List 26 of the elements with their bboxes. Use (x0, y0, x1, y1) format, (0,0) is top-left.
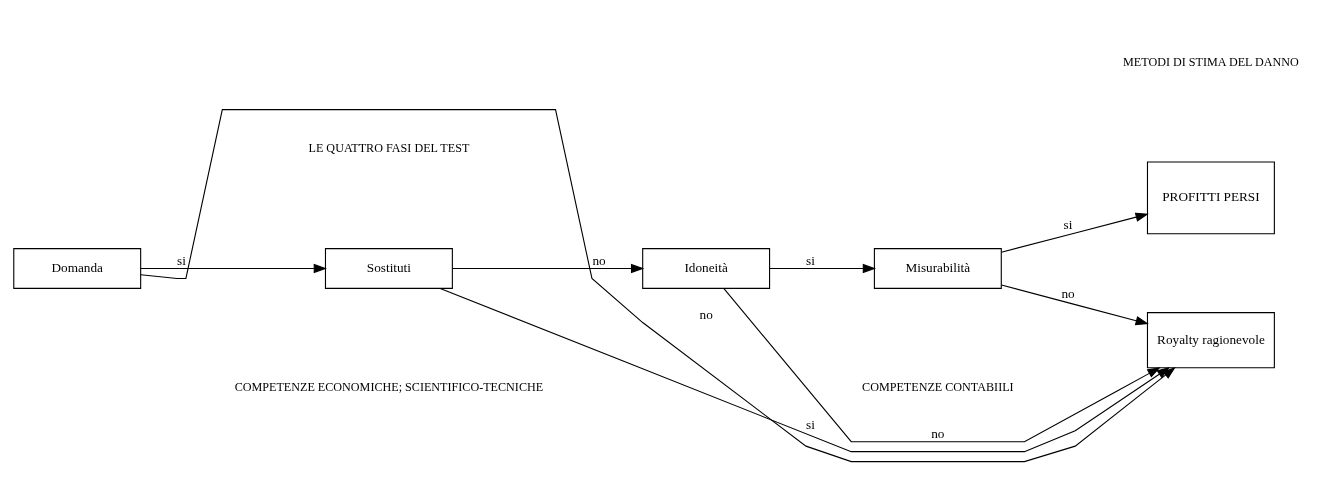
arrow (452, 263, 645, 273)
edge-label: si (177, 252, 186, 268)
node-box: Domanda (13, 247, 142, 289)
arrow (140, 108, 1176, 462)
node-box: Idoneità (642, 247, 771, 289)
label: METODI DI STIMA DEL DANNO (1123, 54, 1299, 69)
arrow (1000, 284, 1149, 325)
node-box: Sostituti (324, 247, 453, 289)
edge-label: no (592, 252, 606, 268)
edge-label: no (699, 306, 713, 322)
label: LE QUATTRO FASI DEL TEST (308, 140, 470, 155)
node-box: PROFITTI PERSI (1146, 160, 1275, 234)
label: COMPETENZE CONTABIILI (862, 379, 1014, 394)
arrow (769, 263, 876, 273)
arrow (140, 263, 327, 273)
node-box: Royalty ragionevole (1146, 311, 1275, 368)
edge-label: si (1063, 216, 1073, 232)
arrow (439, 287, 1171, 452)
edge-label: no (1061, 285, 1075, 301)
label: COMPETENZE ECONOMICHE; SCIENTIFICO-TECNICHE (234, 379, 544, 394)
edge-label: no (931, 425, 945, 441)
node-box: Misurabilità (873, 247, 1002, 289)
edge-label: si (805, 252, 815, 268)
edge-label: si (805, 416, 815, 432)
arrow (723, 287, 1161, 442)
arrow (1000, 212, 1149, 253)
